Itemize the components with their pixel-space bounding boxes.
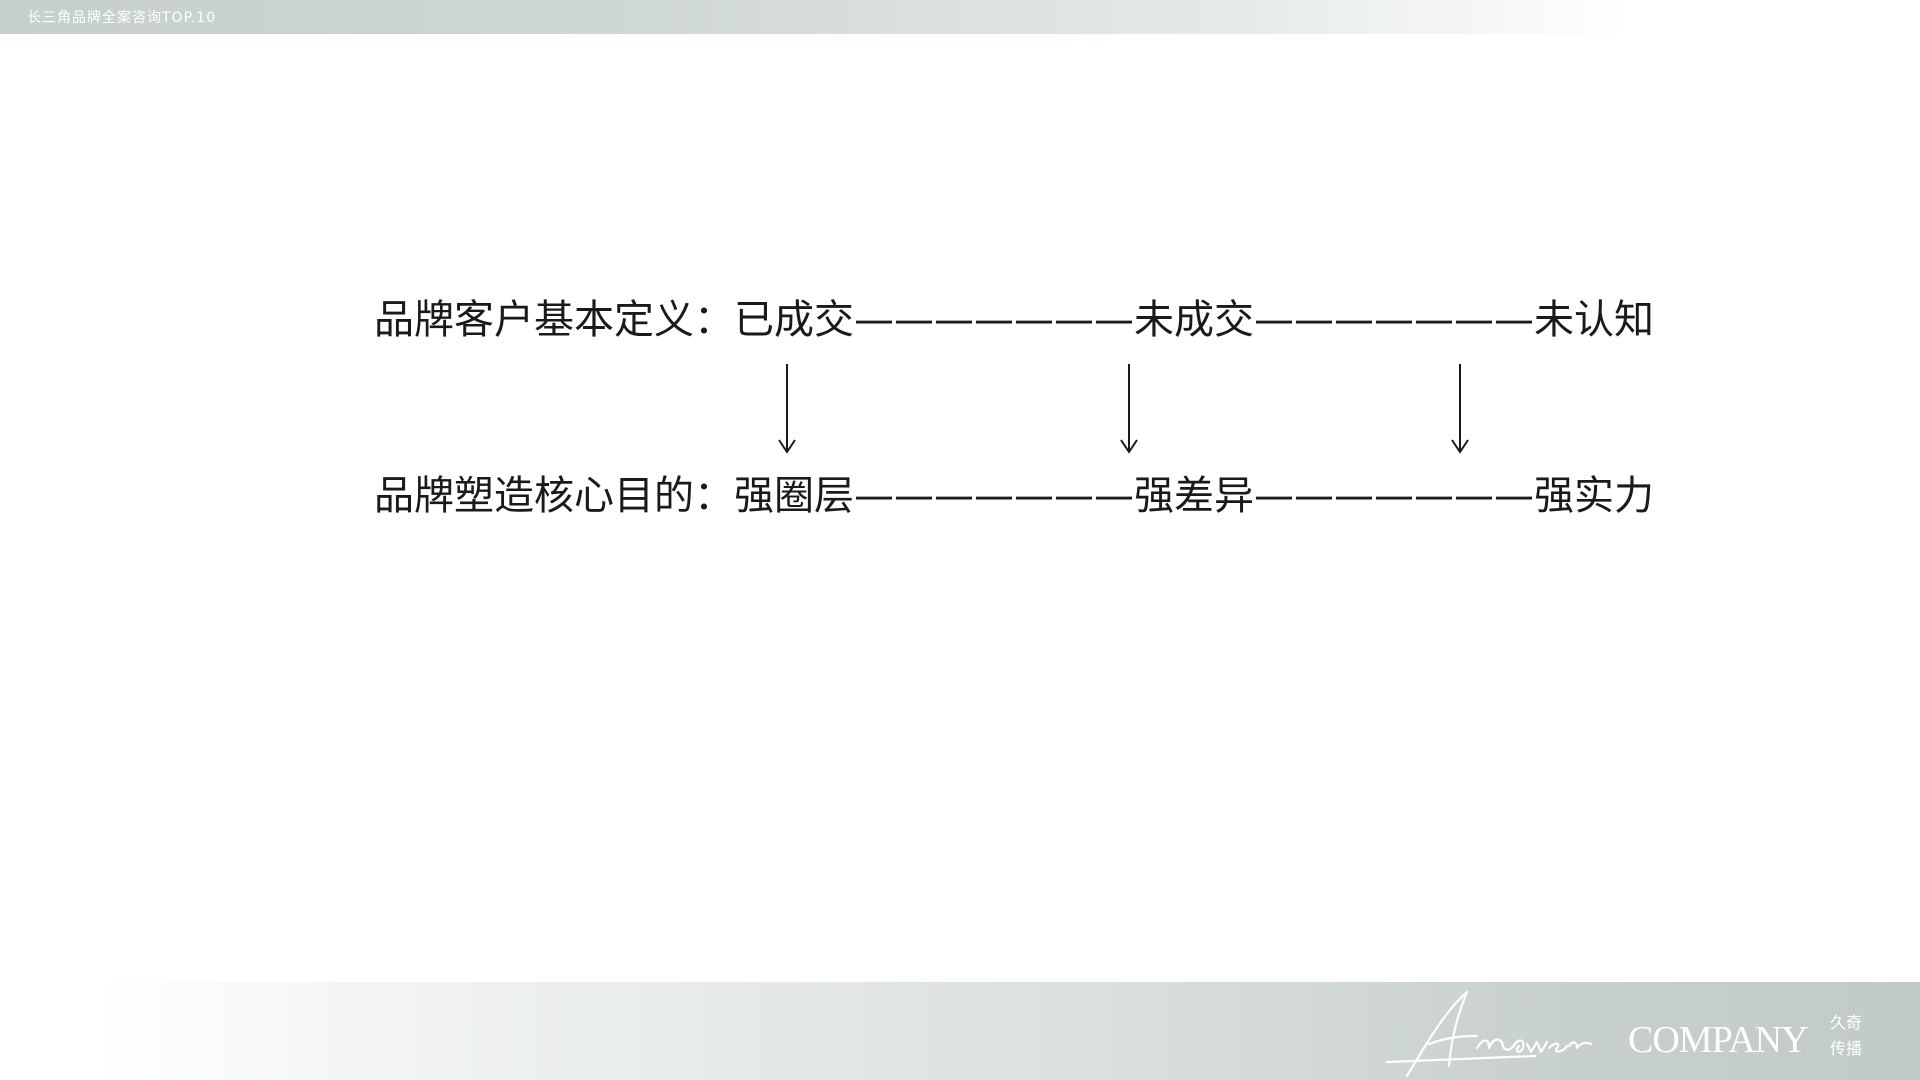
connector-line: ——————— <box>1254 473 1534 519</box>
purpose-row: 品牌塑造核心目的：强圈层———————强差异———————强实力 <box>374 472 1654 520</box>
goal-item-circle: 强圈层 <box>734 473 854 519</box>
stage-item-unclosed: 未成交 <box>1134 297 1254 343</box>
footer-band <box>0 982 1920 1080</box>
brand-cn-line: 传播 <box>1830 1039 1863 1058</box>
connector-line: ——————— <box>854 473 1134 519</box>
company-wordmark: COMPANY <box>1628 1019 1809 1061</box>
purpose-label: 品牌塑造核心目的： <box>374 473 734 519</box>
header-title: 长三角品牌全案咨询TOP.10 <box>27 10 217 26</box>
down-arrow-icon <box>778 364 796 454</box>
stage-item-unaware: 未认知 <box>1534 297 1654 343</box>
connector-line: ——————— <box>1254 297 1534 343</box>
connector-line: ——————— <box>854 297 1134 343</box>
answer-logo-script <box>1385 990 1593 1078</box>
definition-label: 品牌客户基本定义： <box>374 297 734 343</box>
header-band: 长三角品牌全案咨询TOP.10 <box>0 0 1920 34</box>
goal-item-difference: 强差异 <box>1134 473 1254 519</box>
goal-item-strength: 强实力 <box>1534 473 1654 519</box>
brand-cn-mark: 久奇 传播 <box>1830 1010 1874 1062</box>
brand-cn-line: 久奇 <box>1830 1013 1863 1032</box>
definition-row: 品牌客户基本定义：已成交———————未成交———————未认知 <box>374 296 1654 344</box>
down-arrow-icon <box>1451 364 1469 454</box>
stage-item-closed: 已成交 <box>734 297 854 343</box>
down-arrow-icon <box>1120 364 1138 454</box>
